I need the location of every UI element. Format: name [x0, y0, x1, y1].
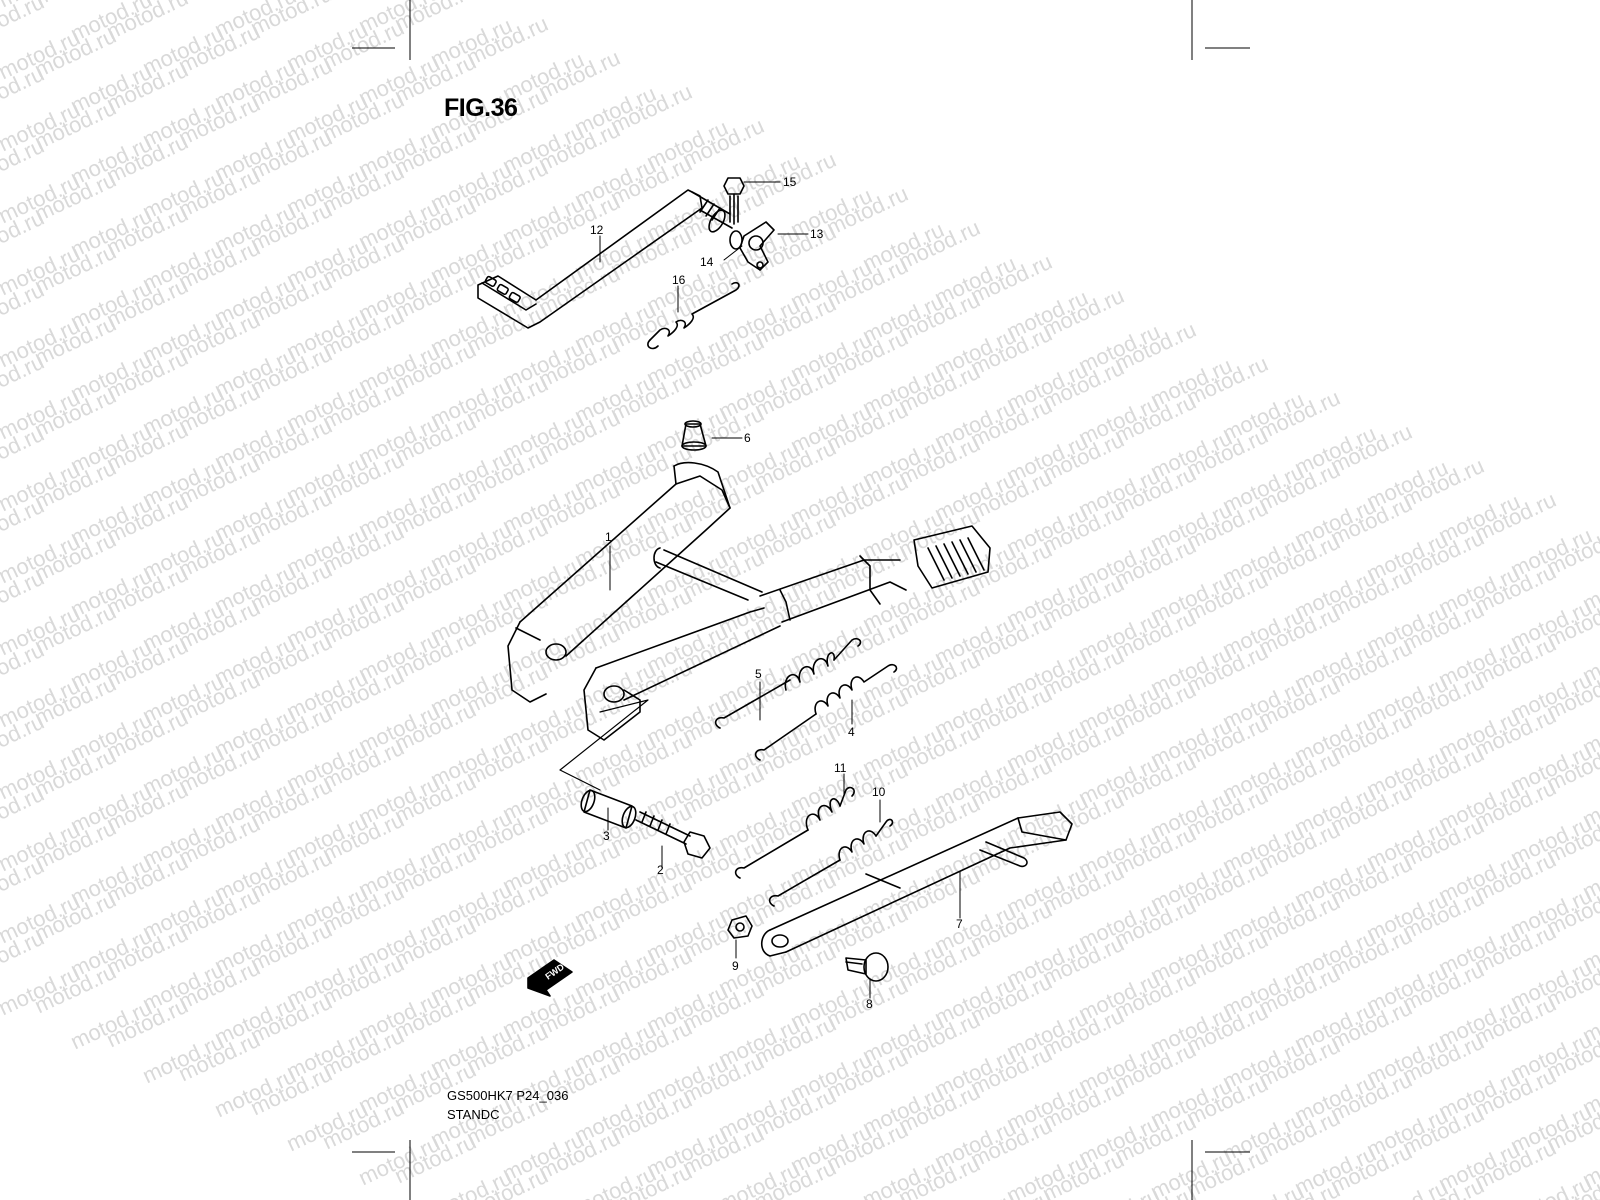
callout-13: 13	[810, 227, 824, 241]
side-stand-spring-part-11	[734, 786, 855, 879]
callout-12: 12	[590, 223, 604, 237]
callout-8: 8	[866, 997, 873, 1011]
stand-spring-part-4	[754, 663, 898, 761]
leader-lines	[599, 181, 961, 999]
pedal-joint-part-13	[739, 221, 775, 271]
stand-bolt-part-2	[635, 811, 711, 859]
model-code: GS500HK7 P24_036	[447, 1088, 569, 1103]
callout-2: 2	[657, 863, 664, 877]
section-name: STANDC	[447, 1107, 500, 1122]
cotter-pin-part-14	[729, 230, 743, 250]
figure-title: FIG.36	[444, 94, 518, 122]
brake-pedal-part-12	[477, 189, 733, 329]
callout-4: 4	[848, 725, 855, 739]
callout-7: 7	[956, 917, 963, 931]
callout-14: 14	[700, 255, 714, 269]
side-stand-part-7	[760, 811, 1073, 957]
callout-numbers: 1 2 3 4 5 6 7 8 9 10 11 12 13 14 15 16	[590, 175, 963, 1011]
side-stand-spring-part-10	[768, 818, 894, 907]
callout-1: 1	[605, 530, 612, 544]
pedal-return-spring-part-16	[647, 281, 740, 350]
forward-direction-arrow-icon	[527, 959, 573, 997]
callout-10: 10	[872, 785, 886, 799]
callout-11: 11	[834, 761, 847, 775]
callout-3: 3	[603, 829, 610, 843]
callout-9: 9	[732, 959, 739, 973]
center-stand-part-1	[507, 461, 991, 741]
nut-part-9	[727, 915, 753, 939]
callout-16: 16	[672, 273, 686, 287]
callout-5: 5	[755, 667, 762, 681]
callout-15: 15	[783, 175, 797, 189]
callout-6: 6	[744, 431, 751, 445]
stopper-part-6	[681, 420, 707, 451]
assembly-guide-line	[559, 699, 649, 791]
side-stand-bolt-part-8	[845, 952, 889, 982]
spacer-part-3	[580, 789, 637, 829]
crop-marks	[352, 0, 1250, 1200]
pivot-bolt-part-15	[723, 177, 745, 225]
stand-spring-part-5	[714, 637, 862, 729]
